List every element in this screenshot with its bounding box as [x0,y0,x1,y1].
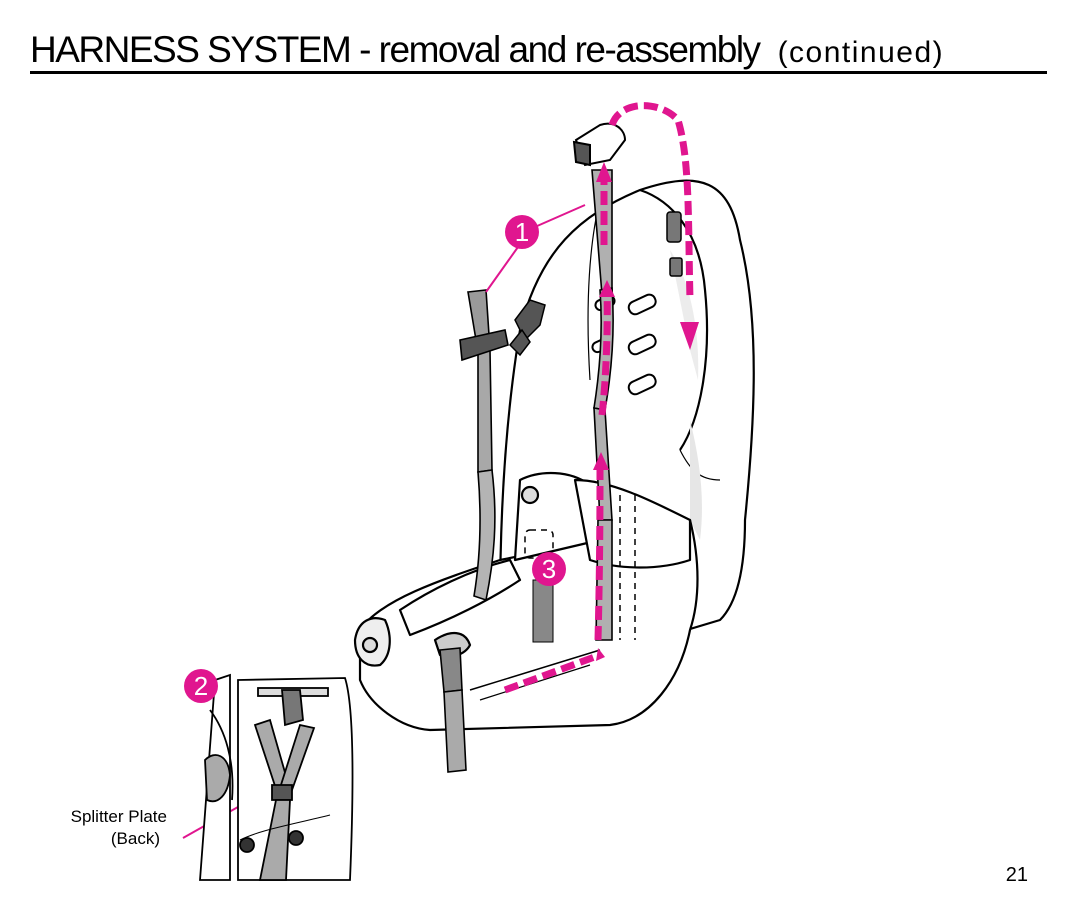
title-sub: - removal and re-assembly [350,29,761,70]
title-underline [30,71,1047,74]
step-2-callout: 2 [184,669,218,703]
arrow-heads [593,162,699,661]
splitter-back-label: (Back) [110,829,160,848]
routing-arrows [503,102,694,694]
page-title: HARNESS SYSTEM - removal and re-assembly… [30,28,944,75]
step-1-callout: 1 [505,215,539,249]
side-buckle [666,211,683,277]
loose-harness-strap [439,289,509,773]
chest-clip [508,299,546,357]
page-number: 21 [1005,864,1028,886]
crotch-strap-segment [532,579,554,643]
headrest-tab [572,122,627,167]
seat-base [353,471,699,732]
title-main: HARNESS SYSTEM [30,29,352,70]
step-3-callout: 3 [532,552,566,586]
splitter-plate-inset [199,673,354,881]
splitter-plate-label: Splitter Plate [70,807,167,826]
title-continued: (continued) [777,36,945,69]
